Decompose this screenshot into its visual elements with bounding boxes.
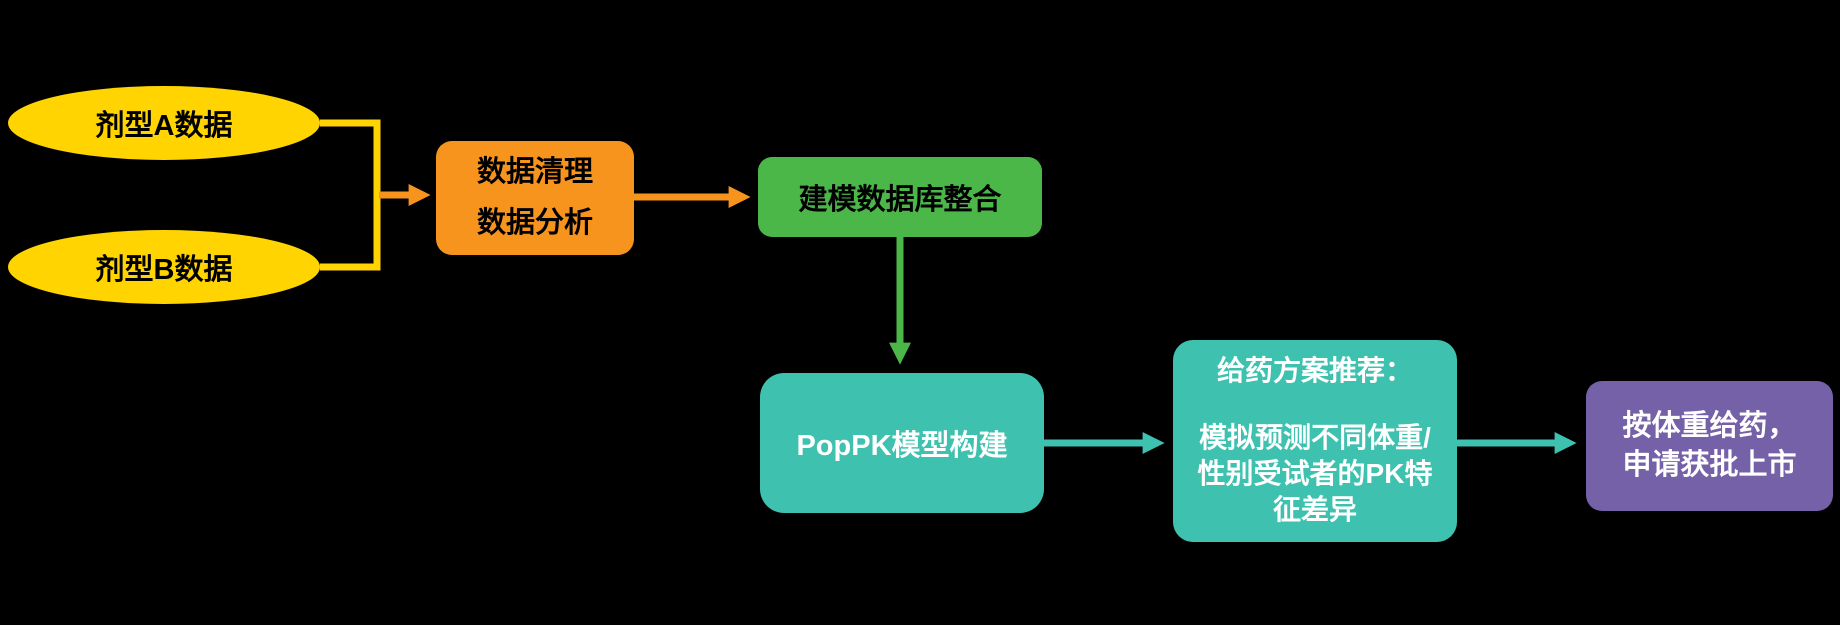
node-data-cleaning-line1: 数据清理 bbox=[476, 156, 593, 189]
node-formulation-a-data: 剂型A数据 bbox=[8, 86, 320, 160]
node-database-integration: 建模数据库整合 bbox=[758, 157, 1042, 237]
node-database-integration-label: 建模数据库整合 bbox=[798, 184, 1002, 216]
node-market-approval-line1: 按体重给药， bbox=[1622, 409, 1797, 442]
node-dosing-recommendation-body: 模拟预测不同体重/性别受试者的PK特征差异 bbox=[1197, 421, 1433, 526]
node-data-cleaning: 数据清理 数据分析 bbox=[436, 141, 634, 255]
node-formulation-b-data: 剂型B数据 bbox=[8, 230, 320, 304]
node-market-approval: 按体重给药， 申请获批上市 bbox=[1586, 381, 1833, 511]
node-formulation-a-label: 剂型A数据 bbox=[95, 110, 233, 142]
node-poppk-model-label: PopPK模型构建 bbox=[796, 430, 1008, 462]
node-poppk-model: PopPK模型构建 bbox=[760, 373, 1044, 513]
node-dosing-recommendation-title: 给药方案推荐： bbox=[1216, 355, 1413, 387]
node-dosing-recommendation: 给药方案推荐： 模拟预测不同体重/性别受试者的PK特征差异 bbox=[1173, 340, 1457, 542]
node-data-cleaning-line2: 数据分析 bbox=[476, 207, 593, 239]
node-market-approval-line2: 申请获批上市 bbox=[1622, 449, 1797, 481]
node-formulation-b-label: 剂型B数据 bbox=[95, 254, 233, 286]
bracket-ellipses-join bbox=[320, 119, 381, 271]
